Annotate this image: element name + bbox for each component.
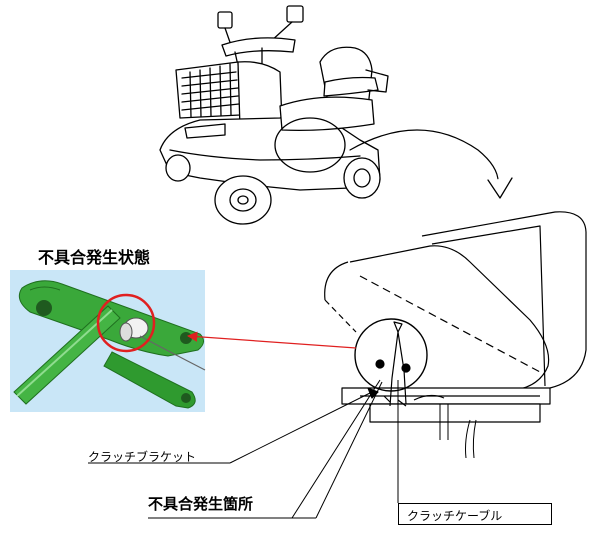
mirror-right: [269, 5, 304, 43]
defect-state-label: 不具合発生状態: [38, 248, 151, 267]
scooter-illustration: [159, 5, 513, 225]
detail-link-arrow: [186, 331, 357, 349]
defect-highlight-circle: [96, 293, 156, 353]
clutch-bracket-label: クラッチブラケット: [88, 450, 197, 464]
section-detail-circle: [354, 318, 428, 392]
location-leader-2: [315, 381, 383, 519]
zoom-arrow: [349, 129, 499, 186]
defect-photo: [10, 270, 206, 412]
clutch-cable-label: クラッチケーブル: [407, 509, 503, 523]
clutch-cable-callout: クラッチケーブル: [398, 503, 552, 525]
leader-lines: [88, 379, 399, 519]
front-basket: [175, 61, 241, 119]
scooter-detail-circle: [274, 117, 346, 173]
handlebar: [221, 37, 296, 57]
seat-section-drawing: [324, 211, 587, 459]
defect-location-label: 不具合発生箇所: [148, 495, 254, 513]
bracket-leader: [229, 391, 373, 464]
location-leader-1: [291, 379, 381, 519]
rear-wheel: [343, 157, 381, 199]
seat: [279, 46, 389, 132]
front-wheel: [214, 175, 272, 225]
